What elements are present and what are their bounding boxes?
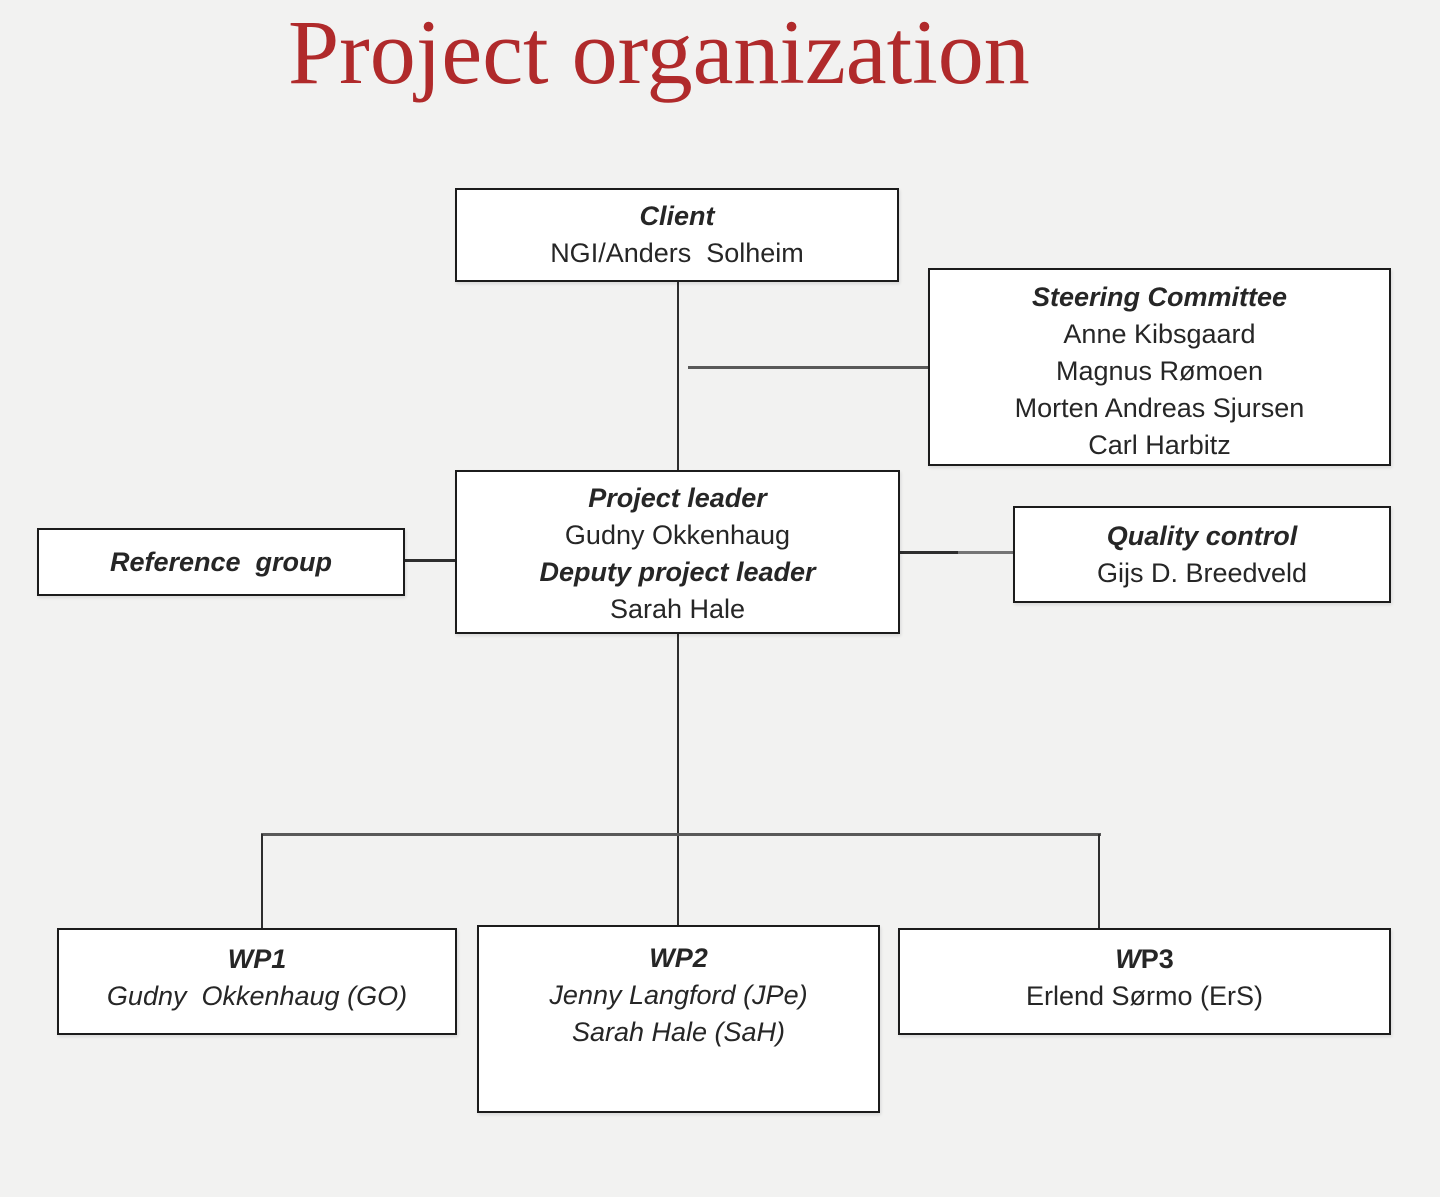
connector-branch-to-wp3 (1098, 834, 1100, 928)
wp3-heading: WP3 (900, 941, 1389, 978)
deputy-project-leader-name: Sarah Hale (609, 594, 746, 624)
steering-committee-box: Steering Committee Anne Kibsgaard Magnus… (928, 268, 1391, 466)
reference-group-heading: Reference group (109, 546, 333, 577)
quality-control-name: Gijs D. Breedveld (1096, 558, 1308, 588)
quality-control-box: Quality control Gijs D. Breedveld (1013, 506, 1391, 603)
connector-branch-to-wp1 (261, 834, 263, 928)
wp2-heading: WP2 (649, 943, 708, 973)
wp2-member: Sarah Hale (SaH) (571, 1017, 786, 1047)
steering-committee-member: Magnus Rømoen (1055, 356, 1264, 386)
steering-committee-member: Morten Andreas Sjursen (1014, 393, 1305, 423)
client-box-heading: Client (639, 201, 715, 231)
connector-branch-to-wp2 (677, 836, 679, 925)
wp1-heading: WP1 (227, 944, 287, 974)
project-leader-heading: Project leader (588, 483, 767, 513)
wp3-member: Erlend Sørmo (ErS) (1025, 981, 1264, 1011)
project-leader-name: Gudny Okkenhaug (564, 520, 791, 550)
project-leader-box: Project leader Gudny Okkenhaug Deputy pr… (455, 470, 900, 634)
connector-leader-to-quality-gray (958, 551, 1014, 554)
steering-committee-heading: Steering Committee (1031, 282, 1288, 312)
wp3-heading-upright-part: P3 (1140, 944, 1174, 974)
steering-committee-member: Carl Harbitz (1088, 430, 1231, 460)
quality-control-heading: Quality control (1106, 521, 1298, 551)
client-box: Client NGI/Anders Solheim (455, 188, 899, 282)
wp1-member: Gudny Okkenhaug (GO) (106, 981, 408, 1011)
deputy-project-leader-heading: Deputy project leader (539, 557, 816, 587)
wp3-box: WP3 Erlend Sørmo (ErS) (898, 928, 1391, 1035)
connector-branch-horizontal (261, 833, 1101, 836)
wp3-heading-italic-part: W (1115, 944, 1141, 974)
reference-group-box: Reference group (37, 528, 405, 596)
connector-reference-to-leader (404, 559, 456, 562)
page-title: Project organization (288, 1, 1030, 103)
wp1-box: WP1 Gudny Okkenhaug (GO) (57, 928, 457, 1035)
connector-to-steering-committee (688, 366, 928, 369)
steering-committee-member: Anne Kibsgaard (1063, 319, 1256, 349)
wp2-member: Jenny Langford (JPe) (549, 980, 808, 1010)
connector-client-to-leader (677, 281, 679, 471)
connector-leader-to-quality-dark (898, 551, 962, 554)
wp2-box: WP2 Jenny Langford (JPe) Sarah Hale (SaH… (477, 925, 880, 1113)
connector-leader-to-branch (677, 633, 679, 835)
client-box-name: NGI/Anders Solheim (550, 238, 804, 268)
